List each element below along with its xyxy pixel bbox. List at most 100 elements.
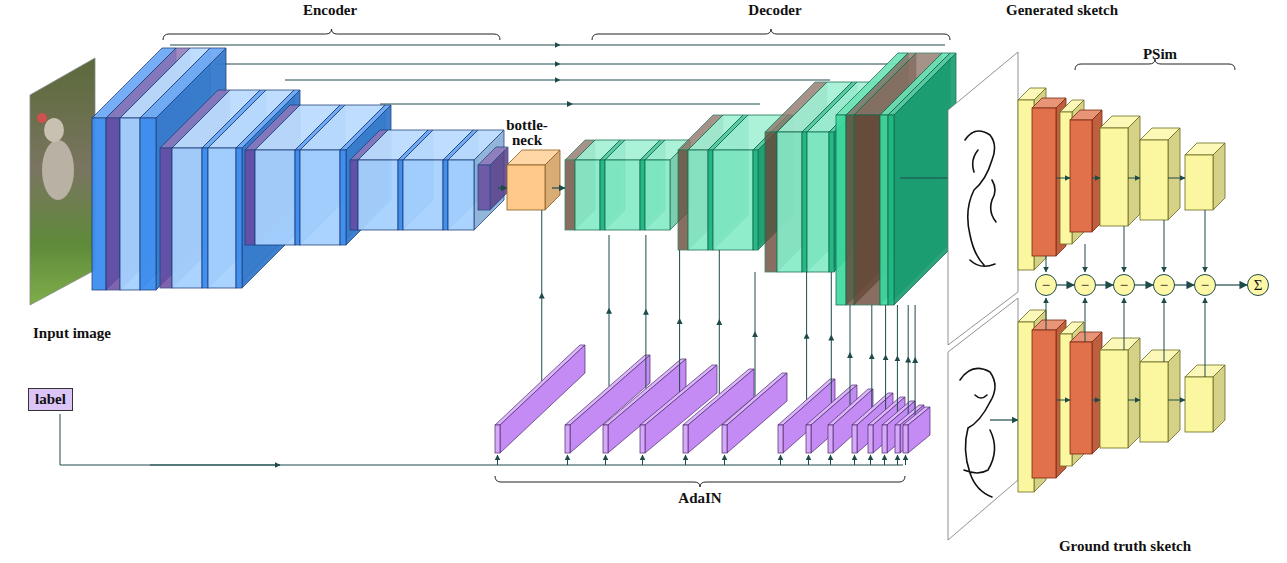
drawing-part	[478, 165, 490, 210]
drawing-part	[1185, 155, 1213, 210]
wire	[830, 455, 831, 465]
drawing-part	[340, 150, 346, 245]
sum-circle: Σ	[1247, 274, 1269, 296]
node-text: −	[1201, 278, 1209, 293]
brace	[592, 29, 950, 40]
drawing-part	[683, 425, 688, 453]
wire	[871, 305, 872, 407]
drawing-part	[1140, 362, 1168, 442]
wire	[1085, 244, 1086, 272]
drawing-part	[1128, 116, 1140, 226]
drawing-part	[888, 115, 894, 305]
wire	[1124, 226, 1125, 272]
drawing-part	[713, 150, 753, 250]
drawing-part	[160, 148, 172, 288]
drawing-part	[882, 425, 887, 453]
connector-arrow	[1096, 284, 1113, 285]
drawing-part	[106, 118, 120, 290]
wire	[897, 455, 898, 465]
drawing-part	[295, 150, 300, 245]
node-text: label	[35, 391, 66, 408]
wire	[719, 250, 720, 394]
drawing-part	[565, 160, 575, 230]
connector-arrow	[1135, 284, 1153, 285]
drawing-part	[603, 425, 608, 453]
wire	[1124, 298, 1125, 350]
skip-connection	[285, 80, 830, 81]
drawing-part	[880, 115, 888, 305]
wire	[552, 187, 565, 188]
wire	[724, 455, 725, 465]
drawing-part	[765, 132, 777, 272]
wire	[1056, 400, 1070, 401]
drawing-part	[836, 115, 846, 305]
drawing-part	[172, 148, 202, 288]
drawing-part	[708, 150, 713, 250]
drawing-part	[640, 425, 645, 453]
drawing-part	[358, 160, 398, 230]
wire	[915, 305, 916, 415]
drawing-part	[807, 132, 829, 272]
caption-label: PSim	[1143, 46, 1177, 63]
drawing-part	[545, 150, 560, 210]
layer-block	[1100, 116, 1140, 226]
bottleneck-block: bottle-neck	[496, 118, 558, 148]
difference-circle: −	[1035, 274, 1057, 296]
drawing-part	[802, 132, 807, 272]
wire	[642, 455, 643, 465]
drawing-part	[868, 425, 873, 453]
difference-circle: −	[1194, 274, 1216, 296]
drawing-part	[1032, 330, 1056, 478]
layer-block	[1140, 350, 1180, 442]
drawing-part	[575, 160, 600, 230]
drawing-part	[854, 115, 880, 305]
drawing-part	[605, 160, 640, 230]
drawing-part	[600, 160, 605, 230]
wire	[808, 455, 809, 465]
caption-label: Generated sketch	[1006, 2, 1118, 19]
drawing-part	[753, 150, 758, 250]
drawing-part	[1018, 100, 1034, 270]
node-text: −	[1081, 278, 1089, 293]
wire	[1128, 400, 1140, 401]
drawing-part	[778, 425, 783, 453]
node-text: −	[1160, 278, 1168, 293]
wire	[755, 272, 756, 396]
caption-label: Input image	[33, 325, 111, 342]
drawing-part	[490, 147, 508, 210]
drawing-part	[829, 132, 834, 272]
adain-bar	[722, 373, 787, 453]
input-photo	[44, 118, 64, 142]
drawing-part	[678, 150, 688, 250]
drawing-part	[208, 148, 236, 288]
wire	[884, 455, 885, 465]
sketch-panel	[948, 52, 1018, 345]
drawing-part	[895, 425, 900, 453]
drawing-part	[1032, 108, 1056, 256]
difference-circle: −	[1074, 274, 1096, 296]
drawing-part	[1070, 342, 1092, 454]
drawing-part	[120, 118, 140, 290]
wire	[1092, 400, 1100, 401]
node-text: −	[1042, 278, 1050, 293]
wire	[908, 305, 909, 414]
input-photo	[42, 140, 74, 200]
caption-label: Decoder	[748, 2, 801, 19]
drawing-part	[1213, 143, 1225, 210]
drawing-part	[1168, 128, 1180, 220]
caption-label: Encoder	[303, 2, 357, 19]
layer-block	[1100, 338, 1140, 448]
node-text: −	[1120, 278, 1128, 293]
wire	[1205, 210, 1206, 272]
wire	[905, 455, 906, 465]
layer-block	[888, 53, 956, 305]
difference-circle: −	[1113, 274, 1135, 296]
wire	[605, 455, 606, 465]
drawing-part	[398, 160, 403, 230]
wire	[1164, 298, 1165, 362]
wire	[1168, 400, 1185, 401]
drawing-part	[245, 150, 255, 245]
skip-connection	[170, 45, 945, 46]
node-text: Σ	[1254, 278, 1263, 293]
drawing-part	[495, 425, 500, 453]
